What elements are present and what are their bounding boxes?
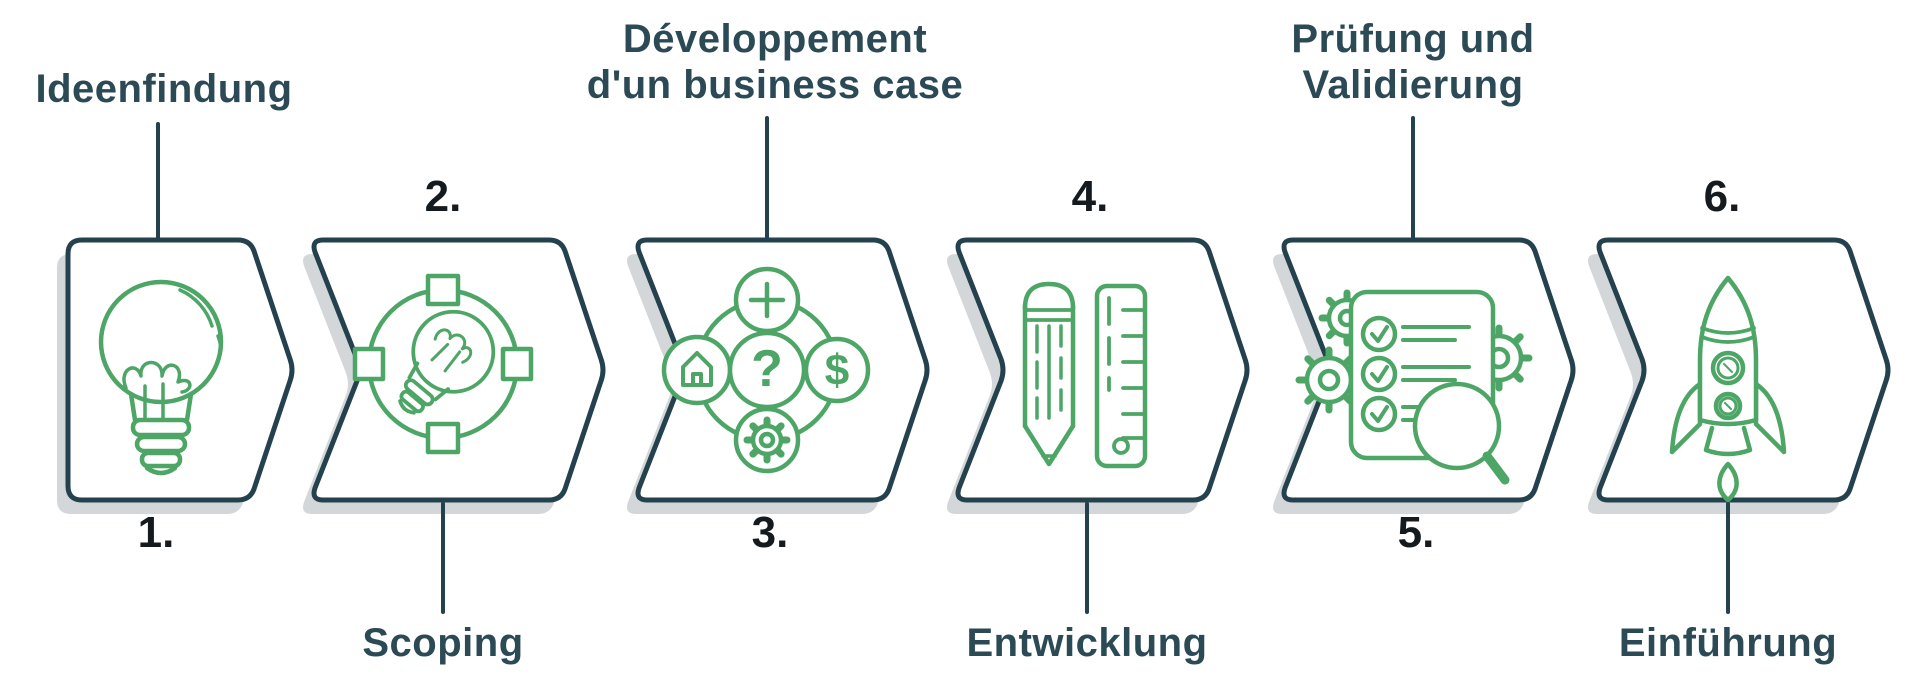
stage-2-number: 2. (424, 172, 462, 221)
chevron-box (955, 237, 1250, 503)
stage-5-number: 5. (1397, 508, 1435, 557)
stage-4-label: Entwicklung (966, 621, 1208, 665)
stage-5-chevron (1273, 237, 1576, 514)
stage-4-chevron (947, 237, 1250, 514)
stage-5-connector-line (1411, 116, 1415, 240)
stage-2-label: Scoping (362, 621, 524, 665)
stage-5-label: Prüfung und Validierung (1291, 17, 1535, 107)
stage-1-number: 1. (137, 508, 175, 557)
rocket-icon (1669, 275, 1787, 503)
stage-3-number: 3. (751, 508, 789, 557)
target-lightbulb-icon (352, 273, 534, 455)
stage-6-label: Einführung (1618, 621, 1838, 665)
business-case-cycle-icon: $ ? (661, 266, 871, 474)
stage-4-connector-line (1085, 502, 1089, 614)
stage-1-label: Ideenfindung (35, 67, 293, 111)
stage-2-chevron (303, 237, 606, 514)
question-glyph: ? (751, 340, 783, 398)
stage-6-connector-line (1726, 502, 1730, 614)
stage-3-chevron: $ ? (627, 237, 930, 514)
checklist-gears-magnifier-icon (1295, 289, 1533, 485)
stage-6-chevron (1588, 237, 1891, 514)
pencil-ruler-icon (1022, 281, 1148, 469)
stage-1-connector-line (156, 122, 160, 240)
stage-2-connector-line (441, 502, 445, 614)
lightbulb-icon (98, 279, 224, 476)
dollar-glyph: $ (825, 346, 849, 395)
stage-1-chevron (57, 237, 295, 514)
stage-6-number: 6. (1703, 172, 1741, 221)
stage-3-connector-line (765, 116, 769, 240)
stage-3-label: Développement d'un business case (586, 17, 964, 107)
stage-4-number: 4. (1071, 172, 1109, 221)
